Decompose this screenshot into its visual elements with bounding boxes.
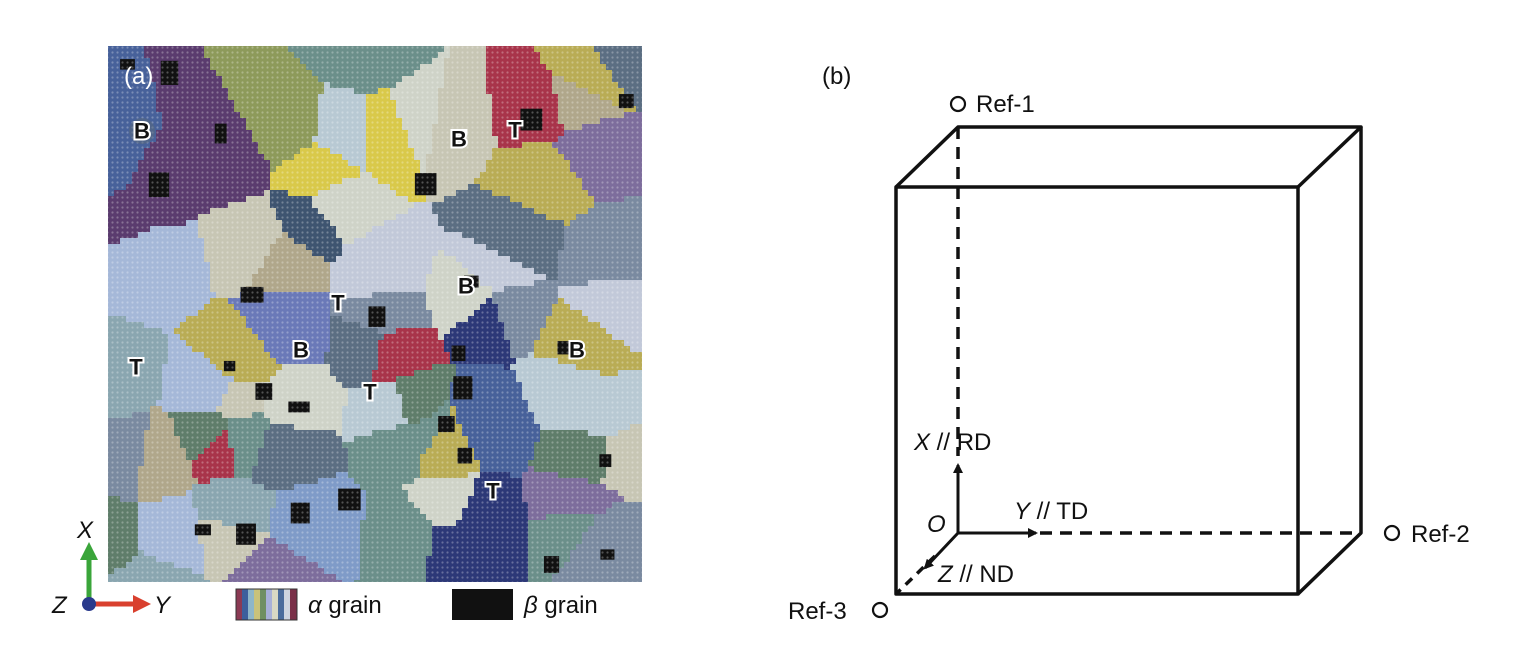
grain-marker: T bbox=[329, 289, 347, 318]
panel-a-label: (a) bbox=[124, 63, 153, 90]
grain-marker: T bbox=[127, 353, 145, 382]
ref-point-1: Ref-1 bbox=[949, 91, 1035, 118]
svg-text:B: B bbox=[458, 274, 474, 299]
panel-b: (b) O X // RD Y // TD Z // ND Ref-1 bbox=[788, 63, 1470, 625]
grain-marker: B bbox=[567, 336, 587, 365]
axis-z-label: Z bbox=[51, 592, 68, 619]
cube-right-face bbox=[1296, 127, 1363, 596]
cube-top-face bbox=[894, 125, 1363, 189]
ref-point-3: Ref-3 bbox=[788, 598, 889, 625]
grain-marker: B bbox=[129, 117, 155, 146]
axis-x-label: X bbox=[76, 517, 94, 544]
panel-a: (a) B T B T B T T B T B T X Y Z bbox=[51, 46, 642, 621]
y-td-label: Y // TD bbox=[1014, 498, 1088, 525]
grain-marker: B bbox=[456, 272, 476, 301]
legend-beta-swatch bbox=[452, 589, 513, 620]
ref-3-label: Ref-3 bbox=[788, 598, 847, 625]
svg-text:T: T bbox=[486, 479, 500, 504]
cube bbox=[894, 125, 1363, 596]
axis-y-label: Y bbox=[154, 592, 172, 619]
grain-marker: B bbox=[291, 336, 311, 365]
z-nd-label: Z // ND bbox=[937, 561, 1014, 588]
ref-point-2: Ref-2 bbox=[1383, 521, 1470, 548]
z-nd-arrow bbox=[923, 531, 960, 570]
legend-alpha-swatch bbox=[235, 588, 298, 621]
svg-text:T: T bbox=[129, 355, 143, 380]
ref-1-marker bbox=[949, 95, 967, 113]
grain-marker: T bbox=[361, 378, 379, 407]
axis-triad: X Y Z bbox=[51, 517, 172, 619]
grain-marker: T bbox=[484, 477, 502, 506]
ref-3-marker bbox=[871, 601, 889, 619]
svg-text:T: T bbox=[363, 380, 377, 405]
svg-text:B: B bbox=[293, 338, 309, 363]
svg-text:T: T bbox=[331, 291, 345, 316]
origin-label: O bbox=[927, 511, 946, 538]
coordinate-axes bbox=[923, 463, 1038, 570]
x-axis-arrowhead bbox=[80, 542, 98, 560]
y-axis-arrowhead bbox=[133, 595, 151, 613]
svg-text:T: T bbox=[508, 118, 522, 143]
svg-text:B: B bbox=[134, 119, 150, 144]
ref-1-label: Ref-1 bbox=[976, 91, 1035, 118]
svg-text:T: T bbox=[452, 127, 466, 152]
svg-text:B: B bbox=[569, 338, 585, 363]
z-axis-dot bbox=[82, 597, 96, 611]
grain-marker: B bbox=[449, 125, 469, 154]
svg-text:B: B bbox=[451, 127, 467, 152]
cube-front-face bbox=[894, 185, 1300, 596]
legend: α grain β grain bbox=[235, 588, 598, 621]
ref-2-label: Ref-2 bbox=[1411, 521, 1470, 548]
grain-map bbox=[108, 46, 642, 582]
legend-alpha-label: α grain bbox=[308, 592, 382, 619]
grain-marker: T bbox=[450, 125, 468, 154]
x-rd-label: X // RD bbox=[913, 429, 991, 456]
panel-b-label: (b) bbox=[822, 63, 851, 90]
ref-2-marker bbox=[1383, 524, 1401, 542]
grain-marker: T bbox=[506, 116, 524, 145]
grain-markers: B T B T B T T B T B T bbox=[127, 116, 587, 506]
legend-beta-label: β grain bbox=[523, 592, 598, 619]
